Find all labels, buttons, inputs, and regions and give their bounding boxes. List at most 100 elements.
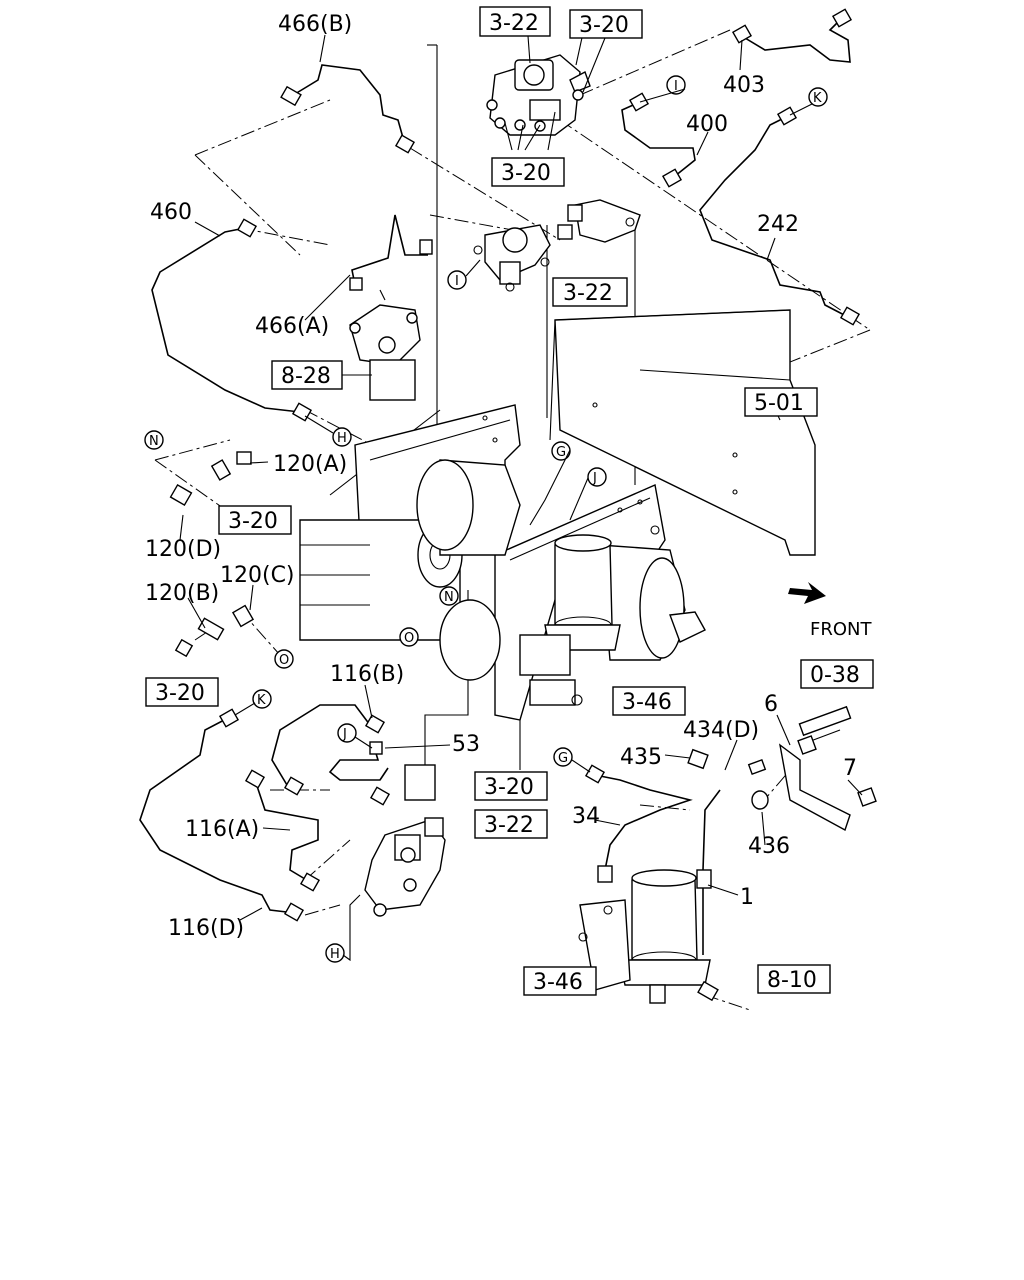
frame-rail (549, 309, 816, 556)
circle-ref-k-top: K (808, 87, 828, 107)
callout-120d: 120(D) (145, 537, 221, 562)
circle-ref-i-top: I (666, 75, 686, 95)
ref-box-3-20-bot: 3-20 (474, 771, 548, 801)
svg-text:3-20: 3-20 (155, 681, 205, 706)
callout-120c: 120(C) (220, 563, 295, 588)
ref-box-8-28: 8-28 (271, 360, 343, 390)
circle-ref-n-mid: N (439, 586, 459, 606)
callout-466a: 466(A) (255, 314, 329, 339)
pipes (139, 19, 851, 955)
svg-text:O: O (404, 631, 414, 646)
right-valve (557, 199, 641, 243)
svg-text:J: J (342, 727, 347, 742)
nut-icon (751, 790, 769, 810)
nut-icon (349, 277, 363, 291)
svg-text:K: K (813, 91, 822, 106)
mid-valve (473, 224, 551, 292)
air-tanks (299, 459, 686, 681)
svg-text:N: N (444, 590, 454, 605)
callout-120b: 120(B) (145, 581, 219, 606)
callout-436: 436 (748, 834, 790, 859)
svg-text:3-20: 3-20 (579, 13, 629, 38)
nut-icon (299, 872, 321, 892)
nut-icon (731, 24, 753, 44)
ref-box-5-01: 5-01 (744, 387, 818, 417)
svg-text:N: N (149, 434, 159, 449)
ref-box-3-20-low: 3-20 (145, 677, 219, 707)
svg-text:3-22: 3-22 (563, 281, 613, 306)
nut-icon (839, 306, 861, 326)
leader-lines (179, 34, 863, 921)
front-label: FRONT (810, 619, 872, 640)
ref-box-3-20-left: 3-20 (218, 505, 292, 535)
nut-icon (394, 134, 416, 154)
nut-icon (776, 106, 798, 126)
air-dryer-assembly (578, 869, 711, 1004)
svg-text:K: K (257, 693, 266, 708)
svg-text:0-38: 0-38 (810, 663, 860, 688)
top-valve-assembly (486, 32, 606, 151)
nut-icon (369, 741, 383, 755)
nut-icon (236, 218, 258, 238)
circle-ref-j-mid: J (587, 467, 607, 487)
nut-icon (597, 865, 613, 883)
nut-icon (283, 902, 305, 922)
front-direction-arrow-icon (788, 582, 826, 604)
circle-ref-o-left: O (274, 649, 294, 669)
circle-ref-k-left: K (252, 689, 272, 709)
circle-ref-h-low: H (325, 943, 345, 963)
circle-ref-o-mid: O (399, 627, 419, 647)
circle-ref-i-mid: I (447, 270, 467, 290)
svg-text:J: J (592, 471, 597, 486)
callout-53: 53 (452, 732, 480, 757)
nut-icon (628, 92, 650, 112)
svg-text:G: G (558, 751, 568, 766)
svg-text:H: H (330, 947, 340, 962)
circle-ref-g-low: G (553, 747, 573, 767)
nut-icon (280, 85, 302, 107)
svg-text:O: O (279, 653, 289, 668)
ref-box-3-20-mid: 3-20 (491, 157, 565, 187)
callout-7: 7 (843, 756, 857, 781)
svg-text:G: G (556, 445, 566, 460)
svg-text:8-28: 8-28 (281, 364, 331, 389)
nut-icon (369, 786, 391, 806)
ref-box-3-46-mid: 3-46 (612, 686, 686, 716)
lower-valve-assembly (364, 764, 446, 917)
svg-text:5-01: 5-01 (754, 391, 804, 416)
callout-434d: 434(D) (683, 718, 759, 743)
callouts: 466(B) 403 400 460 242 466(A) 120(A) 120… (145, 12, 872, 941)
callout-34: 34 (572, 804, 600, 829)
svg-text:I: I (455, 274, 459, 289)
nut-icon (244, 769, 266, 789)
callout-116d: 116(D) (168, 916, 244, 941)
nut-icon (364, 714, 386, 734)
ref-box-8-10: 8-10 (757, 964, 831, 994)
nut-icon (197, 617, 225, 641)
nut-icon (231, 604, 255, 628)
callout-6: 6 (764, 692, 778, 717)
svg-text:I: I (674, 79, 678, 94)
callout-403: 403 (723, 73, 765, 98)
nut-icon (236, 451, 252, 465)
connection-circles: I K I H N G J N O O K J G H (144, 75, 828, 963)
callout-120a: 120(A) (273, 452, 347, 477)
ref-box-3-22-bot: 3-22 (474, 809, 548, 839)
nut-icon (747, 759, 767, 775)
callout-400: 400 (686, 112, 728, 137)
ref-box-3-46-bot: 3-46 (523, 966, 597, 996)
nut-icon (831, 8, 853, 28)
svg-text:3-46: 3-46 (622, 690, 672, 715)
svg-text:3-22: 3-22 (489, 11, 539, 36)
nut-icon (210, 459, 232, 481)
nut-icon (169, 483, 193, 507)
callout-460: 460 (150, 200, 192, 225)
ref-box-3-22-mid: 3-22 (552, 277, 628, 307)
nut-icon (283, 776, 305, 796)
fittings (169, 8, 877, 1002)
circle-ref-j-low: J (337, 723, 357, 743)
callout-116b: 116(B) (330, 662, 404, 687)
svg-text:3-46: 3-46 (533, 970, 583, 995)
nut-icon (696, 869, 712, 889)
